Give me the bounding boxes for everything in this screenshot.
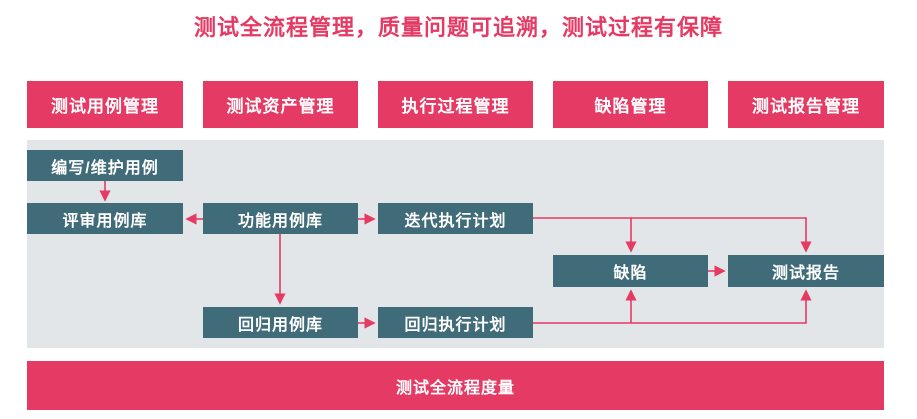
footer-full-process-measurement: 测试全流程度量 [27,361,884,410]
node-write-maintain-cases: 编写/维护用例 [27,150,183,181]
node-iteration-execution-plan: 迭代执行计划 [378,203,533,234]
page-title: 测试全流程管理，质量问题可追溯，测试过程有保障 [193,15,723,40]
pillar-test-asset-management: 测试资产管理 [203,81,358,128]
pillar-test-report-management: 测试报告管理 [728,81,884,128]
node-regression-case-library: 回归用例库 [203,307,358,338]
pillar-execution-process-management: 执行过程管理 [378,81,533,128]
node-test-report: 测试报告 [728,255,884,287]
pillar-defect-management: 缺陷管理 [553,81,708,128]
node-defect: 缺陷 [553,255,708,287]
node-review-case-library: 评审用例库 [27,203,183,234]
node-functional-case-library: 功能用例库 [203,203,358,234]
pillar-test-case-management: 测试用例管理 [27,81,183,128]
node-regression-execution-plan: 回归执行计划 [378,307,533,338]
